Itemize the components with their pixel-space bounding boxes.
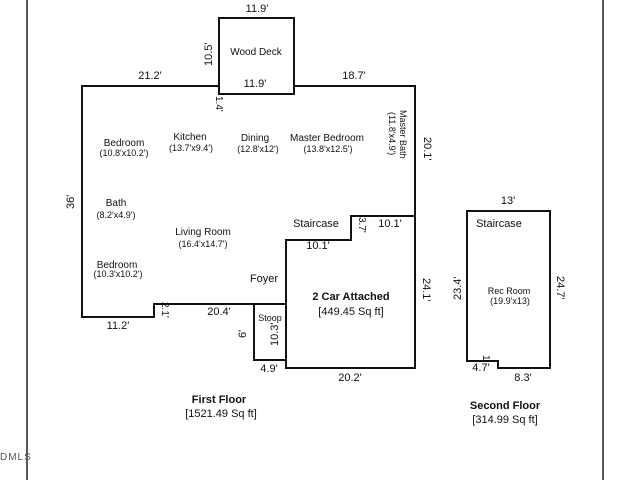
room-rec-room-size: (19.9'x13) — [490, 296, 530, 306]
room-living-room-size: (16.4'x14.7') — [178, 239, 228, 249]
room-master-bedroom: Master Bedroom — [290, 133, 364, 144]
room-staircase-1: Staircase — [293, 218, 339, 230]
dim-garage-right: 24.1' — [420, 278, 432, 302]
room-foyer: Foyer — [249, 273, 279, 285]
wood-deck-outline — [218, 17, 295, 95]
first-floor-outline — [81, 85, 416, 318]
room-living-room: Living Room — [175, 227, 231, 238]
dim-right-wall: 20.1' — [421, 137, 433, 161]
dim-bottom-left: 11.2' — [106, 320, 130, 332]
room-bath: Bath — [105, 198, 127, 209]
room-bedroom-1: Bedroom — [103, 138, 145, 149]
second-floor-area: [314.99 Sq ft] — [472, 414, 538, 426]
second-floor-outline — [466, 210, 551, 369]
room-bath-size: (8.2'x4.9') — [96, 210, 136, 220]
garage-outline — [285, 215, 416, 369]
dim-top-left: 21.2' — [138, 70, 162, 82]
room-kitchen-size: (13.7'x9.4') — [169, 143, 213, 153]
room-garage-size: [449.45 Sq ft] — [318, 306, 384, 318]
dim-top-right: 18.7' — [342, 70, 366, 82]
dim-stoop-depth: 6' — [237, 329, 249, 338]
room-garage: 2 Car Attached — [312, 291, 390, 303]
dim-stoop-width: 4.9' — [260, 363, 278, 375]
room-dining-size: (12.8'x12') — [237, 144, 279, 154]
room-master-bath: Master Bath — [398, 110, 408, 159]
second-floor-title: Second Floor — [469, 400, 541, 412]
room-rec-room: Rec Room — [487, 286, 531, 296]
dim-garage-bottom: 20.2' — [338, 372, 362, 384]
dim-sf-bottom: 8.3' — [514, 372, 532, 384]
dim-deck-side: 10.5' — [203, 42, 215, 66]
room-bedroom-1-size: (10.8'x10.2') — [99, 148, 149, 158]
dim-deck-top: 11.9' — [245, 3, 269, 15]
room-bedroom-2-size: (10.3'x10.2') — [93, 269, 143, 279]
dim-stoop-height: 10.3' — [269, 322, 281, 346]
dim-garage-step-h: 10.1' — [378, 218, 402, 230]
dim-step-small: 2.1' — [159, 302, 170, 318]
room-master-bedroom-size: (13.8'x12.5') — [303, 144, 353, 154]
first-floor-area: [1521.49 Sq ft] — [185, 408, 257, 420]
dim-sf-left: 23.4' — [452, 276, 464, 300]
room-bedroom-2: Bedroom — [96, 260, 138, 271]
room-staircase-2: Staircase — [476, 218, 522, 230]
room-dining: Dining — [240, 133, 270, 144]
dim-sf-right: 24.7' — [554, 276, 566, 300]
room-wood-deck: Wood Deck — [230, 47, 282, 58]
dim-sf-bottom-small: 4.7' — [472, 362, 490, 374]
watermark-logo: DMLS — [0, 452, 32, 463]
room-kitchen: Kitchen — [173, 132, 207, 143]
dim-bottom-mid: 20.4' — [207, 306, 231, 318]
dim-garage-step-v: 3.7' — [356, 217, 367, 233]
dim-deck-stub: 1.4' — [213, 96, 224, 112]
dim-garage-top: 10.1' — [306, 240, 330, 252]
dim-left-wall: 36' — [65, 194, 77, 209]
first-floor-title: First Floor — [191, 394, 247, 406]
dim-deck-bottom: 11.9' — [243, 78, 267, 90]
room-stoop: Stoop — [258, 313, 282, 323]
dim-sf-top: 13' — [500, 195, 516, 207]
room-master-bath-size: (11.8'x4.9') — [387, 112, 397, 156]
